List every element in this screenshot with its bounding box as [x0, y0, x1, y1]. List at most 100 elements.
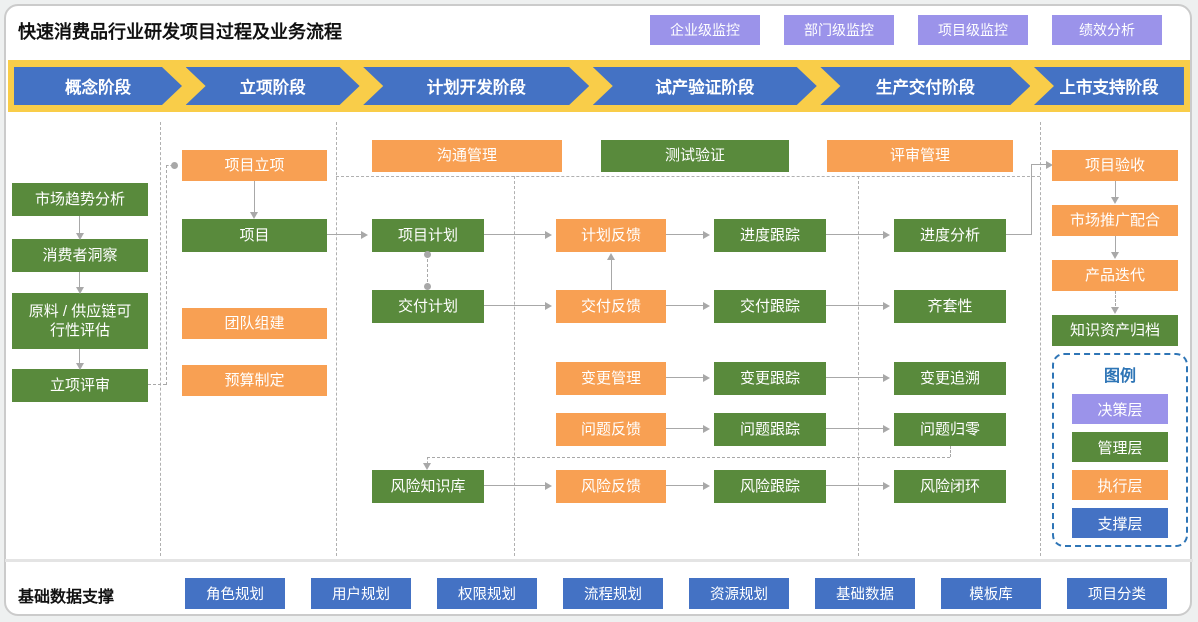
node-product-iteration[interactable]: 产品迭代: [1052, 260, 1178, 291]
flow-arrow: [826, 428, 883, 429]
arrowhead: [607, 253, 615, 260]
footer-user-planning-button[interactable]: 用户规划: [311, 578, 411, 609]
node-change-trace[interactable]: 变更追溯: [894, 362, 1006, 395]
legend-item-management-layer: 管理层: [1072, 432, 1168, 462]
flow-arrow: [1006, 234, 1032, 235]
dashed-connector: [1114, 291, 1116, 306]
node-delivery-plan[interactable]: 交付计划: [372, 290, 484, 323]
stage-production-delivery[interactable]: 生产交付阶段: [820, 67, 1030, 105]
divider-line: [1040, 122, 1041, 556]
connector-dot: [171, 161, 178, 169]
footer-label: 基础数据支撑: [18, 589, 115, 606]
node-progress-analysis[interactable]: 进度分析: [894, 219, 1006, 252]
footer-project-category-button[interactable]: 项目分类: [1067, 578, 1167, 609]
legend-item-decision-layer: 决策层: [1072, 394, 1168, 424]
node-material-supply-feasibility[interactable]: 原料 / 供应链可行性评估: [12, 293, 148, 349]
node-delivery-feedback[interactable]: 交付反馈: [556, 290, 666, 323]
node-project[interactable]: 项目: [182, 219, 327, 252]
performance-analysis-button[interactable]: 绩效分析: [1052, 15, 1162, 45]
footer-permission-planning-button[interactable]: 权限规划: [437, 578, 537, 609]
node-completeness[interactable]: 齐套性: [894, 290, 1006, 323]
node-risk-feedback[interactable]: 风险反馈: [556, 470, 666, 503]
arrowhead: [423, 463, 431, 470]
arrowhead: [883, 301, 890, 310]
connector-dot: [423, 283, 431, 290]
flow-arrow: [1114, 236, 1116, 252]
arrowhead: [545, 230, 552, 239]
node-communication-mgmt[interactable]: 沟通管理: [372, 140, 562, 172]
flow-arrow: [253, 181, 255, 212]
flow-arrow: [666, 485, 703, 486]
flow-arrow: [79, 272, 80, 287]
node-change-tracking[interactable]: 变更跟踪: [714, 362, 826, 395]
page-title: 快速消费品行业研发项目过程及业务流程: [18, 22, 342, 42]
node-budget-planning[interactable]: 预算制定: [182, 365, 327, 396]
arrowhead: [1111, 307, 1119, 314]
node-change-mgmt[interactable]: 变更管理: [556, 362, 666, 395]
flow-arrow: [666, 234, 703, 235]
arrowhead: [75, 287, 84, 294]
node-project-plan[interactable]: 项目计划: [372, 219, 484, 252]
dashed-connector: [165, 165, 167, 385]
flow-arrow: [484, 234, 545, 235]
arrowhead: [250, 212, 258, 219]
node-progress-tracking[interactable]: 进度跟踪: [714, 219, 826, 252]
footer-button-group: 角色规划 用户规划 权限规划 流程规划 资源规划 基础数据 模板库 项目分类: [185, 578, 1167, 609]
node-risk-closure[interactable]: 风险闭环: [894, 470, 1006, 503]
monitor-department-button[interactable]: 部门级监控: [784, 15, 894, 45]
flow-arrow: [826, 377, 883, 378]
flow-arrow: [1031, 164, 1046, 165]
node-test-verification[interactable]: 测试验证: [601, 140, 789, 172]
dashed-connector: [426, 456, 428, 464]
arrowhead: [75, 233, 84, 240]
node-issue-tracking[interactable]: 问题跟踪: [714, 413, 826, 446]
node-risk-knowledge-base[interactable]: 风险知识库: [372, 470, 484, 503]
flow-arrow: [79, 349, 80, 363]
node-plan-feedback[interactable]: 计划反馈: [556, 219, 666, 252]
dashed-connector: [949, 446, 951, 457]
node-project-acceptance[interactable]: 项目验收: [1052, 150, 1178, 181]
arrowhead: [545, 301, 552, 310]
flow-arrow: [826, 234, 883, 235]
dashed-connector: [426, 456, 950, 458]
node-market-trend-analysis[interactable]: 市场趋势分析: [12, 183, 148, 216]
node-review-mgmt[interactable]: 评审管理: [827, 140, 1013, 172]
stage-initiation[interactable]: 立项阶段: [186, 67, 360, 105]
flow-arrow: [1031, 164, 1032, 235]
stage-plan-development[interactable]: 计划开发阶段: [363, 67, 589, 105]
divider-line: [336, 176, 1040, 177]
monitor-enterprise-button[interactable]: 企业级监控: [650, 15, 760, 45]
arrowhead: [545, 481, 552, 490]
arrowhead: [1111, 252, 1119, 259]
arrowhead: [703, 424, 710, 433]
node-issue-closure[interactable]: 问题归零: [894, 413, 1006, 446]
footer-resource-planning-button[interactable]: 资源规划: [689, 578, 789, 609]
node-consumer-insight[interactable]: 消费者洞察: [12, 239, 148, 272]
node-marketing-support[interactable]: 市场推广配合: [1052, 205, 1178, 236]
node-issue-feedback[interactable]: 问题反馈: [556, 413, 666, 446]
node-team-building[interactable]: 团队组建: [182, 308, 327, 339]
stage-concept[interactable]: 概念阶段: [14, 67, 182, 105]
footer-process-planning-button[interactable]: 流程规划: [563, 578, 663, 609]
stage-launch-support[interactable]: 上市支持阶段: [1033, 67, 1184, 105]
footer-role-planning-button[interactable]: 角色规划: [185, 578, 285, 609]
node-knowledge-archive[interactable]: 知识资产归档: [1052, 315, 1178, 346]
node-risk-tracking[interactable]: 风险跟踪: [714, 470, 826, 503]
monitor-project-button[interactable]: 项目级监控: [918, 15, 1028, 45]
node-project-initiation[interactable]: 项目立项: [182, 150, 327, 181]
flow-arrow: [826, 485, 883, 486]
flow-arrow: [484, 485, 545, 486]
arrowhead: [1046, 160, 1053, 169]
node-delivery-tracking[interactable]: 交付跟踪: [714, 290, 826, 323]
footer-template-library-button[interactable]: 模板库: [941, 578, 1041, 609]
footer-base-data-button[interactable]: 基础数据: [815, 578, 915, 609]
dashed-connector: [148, 384, 166, 385]
stage-band: 概念阶段 立项阶段 计划开发阶段 试产验证阶段 生产交付阶段 上市支持阶段: [8, 60, 1190, 112]
node-approval-review[interactable]: 立项评审: [12, 369, 148, 402]
stage-trial-verification[interactable]: 试产验证阶段: [593, 67, 817, 105]
arrowhead: [883, 230, 890, 239]
flow-arrow: [610, 260, 612, 290]
arrowhead: [75, 363, 84, 370]
arrowhead: [1111, 197, 1119, 204]
